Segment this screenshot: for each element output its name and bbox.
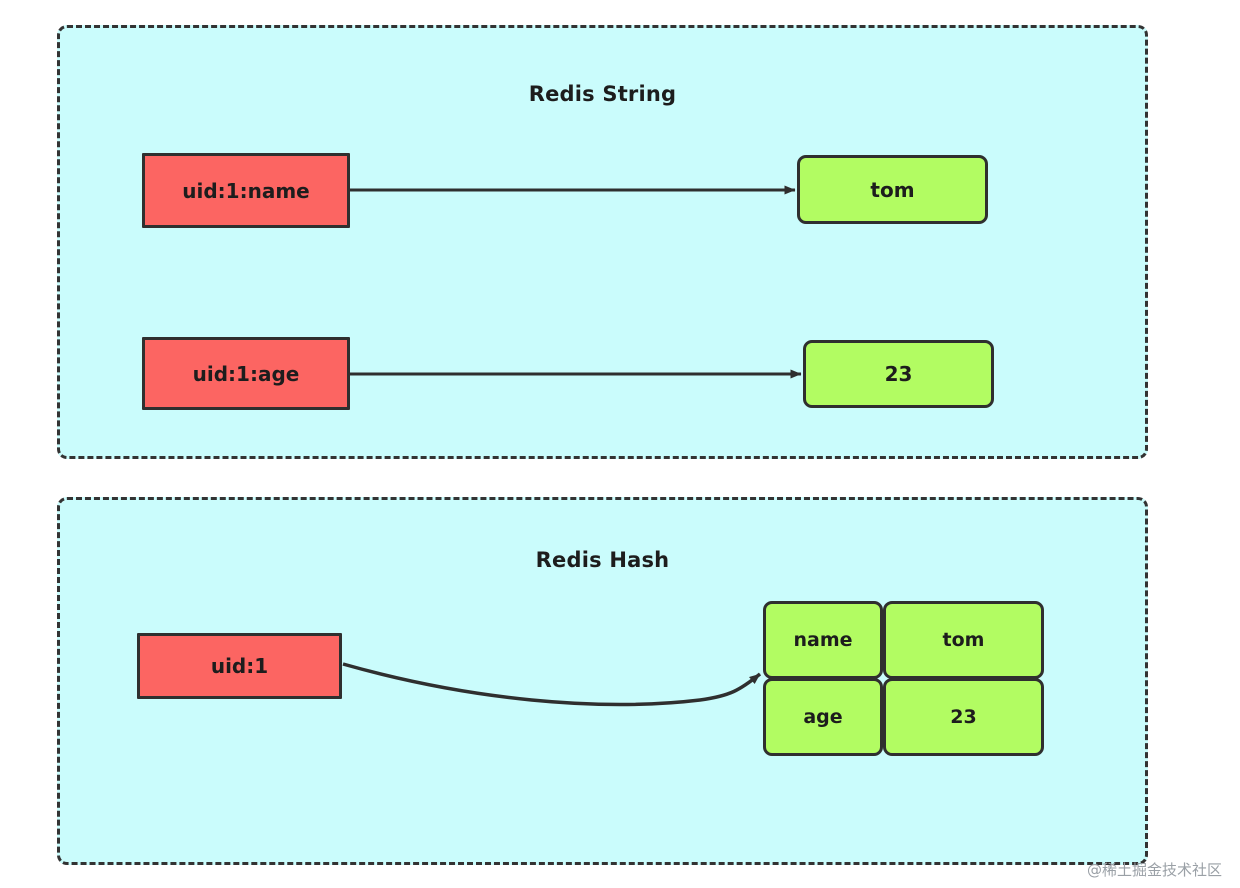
key-box-uid-1: uid:1 bbox=[137, 633, 342, 699]
panel-title-redis-hash: Redis Hash bbox=[535, 548, 670, 572]
panel-title-redis-string: Redis String bbox=[528, 82, 677, 106]
value-box-23-string: 23 bbox=[803, 340, 994, 408]
key-box-uid-1-age: uid:1:age bbox=[142, 337, 350, 410]
hash-cell-value-23: 23 bbox=[883, 678, 1044, 756]
value-box-tom-string: tom bbox=[797, 155, 988, 224]
hash-cell-value-tom: tom bbox=[883, 601, 1044, 679]
hash-cell-field-age: age bbox=[763, 678, 883, 756]
hash-cell-field-name: name bbox=[763, 601, 883, 679]
key-box-uid-1-name: uid:1:name bbox=[142, 153, 350, 228]
watermark-text: @稀土掘金技术社区 bbox=[1086, 861, 1222, 879]
